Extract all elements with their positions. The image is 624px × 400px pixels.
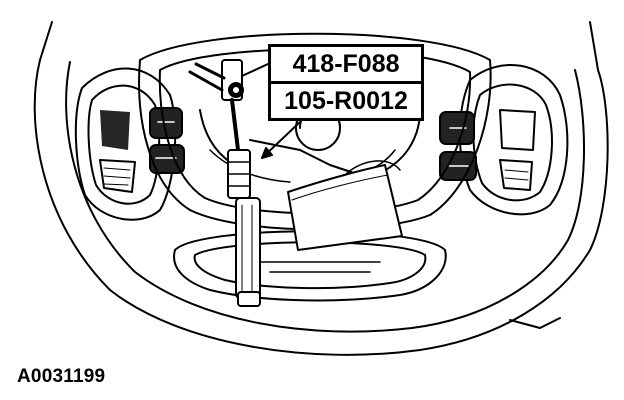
special-tool xyxy=(188,59,261,307)
tool-number-2-label: 105-R0012 xyxy=(268,81,424,121)
steering-wheel-rim xyxy=(33,21,609,356)
tool-number-1-label: 418-F088 xyxy=(268,44,424,84)
right-spoke xyxy=(439,64,569,216)
left-spoke xyxy=(74,67,185,221)
airbag-module xyxy=(287,160,403,251)
figure-id-label: A0031199 xyxy=(17,366,106,387)
callout-leaders xyxy=(241,63,301,159)
